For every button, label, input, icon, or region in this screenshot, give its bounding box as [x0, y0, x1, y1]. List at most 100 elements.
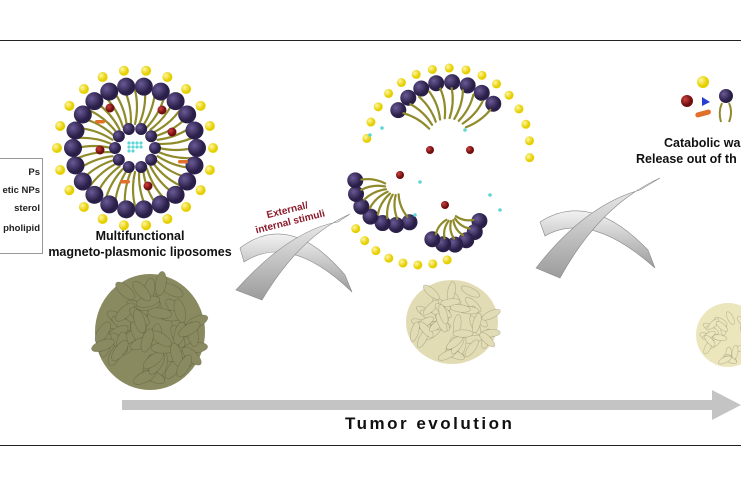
lipid-tail	[133, 88, 139, 126]
gold-np	[55, 164, 66, 175]
lipid-tail	[464, 108, 492, 129]
lipid-head	[134, 200, 153, 219]
lipid-head	[122, 122, 135, 135]
lipid-tail	[76, 136, 113, 145]
gold-np	[514, 104, 524, 114]
tumor-cell	[422, 299, 440, 316]
waste-line-1: Catabolic wa	[664, 136, 741, 150]
lipid-tail	[157, 151, 194, 160]
lipid-tail	[397, 193, 409, 218]
drug-molecule	[135, 141, 139, 145]
tumor-cell	[418, 321, 434, 338]
gold-np	[411, 69, 421, 79]
drug-molecule	[131, 145, 135, 149]
stimuli-arc-1	[235, 213, 353, 301]
stimuli-arc-2	[535, 177, 661, 279]
legend-item-phospholipid: pholipid	[3, 223, 40, 234]
gold-np	[492, 79, 502, 89]
gold-np	[384, 253, 394, 263]
gold-np	[428, 259, 438, 269]
lipid-head	[401, 214, 418, 231]
gold-np	[525, 153, 535, 163]
tumor-cell	[147, 307, 173, 319]
lipid-tail	[104, 167, 125, 200]
tumor-large	[91, 271, 209, 390]
tumor-cell	[449, 304, 471, 313]
lipid-head	[100, 195, 119, 214]
tumor-cell	[132, 281, 152, 302]
tumor-cell	[115, 281, 136, 301]
legend-box: Ps etic NPs sterol pholipid	[0, 158, 43, 254]
tumor-cell	[176, 354, 192, 378]
gold-np	[442, 255, 452, 265]
drug-molecule	[368, 133, 372, 137]
gold-np	[52, 143, 62, 153]
gold-np	[181, 201, 192, 212]
drug-molecule	[413, 213, 417, 217]
magnetic-np	[441, 201, 449, 209]
tumor-cell	[471, 312, 482, 334]
lipid-head	[413, 80, 430, 97]
tumor-cell	[481, 308, 501, 321]
ruptured-liposome	[347, 63, 535, 270]
tumor-cell	[94, 321, 112, 344]
tumor-cell	[91, 338, 115, 353]
lipid-tail	[439, 87, 447, 120]
legend-item-nps: Ps	[28, 167, 40, 178]
lipid-tail	[89, 109, 118, 134]
lipid-tail	[453, 89, 465, 121]
lipid-head	[353, 198, 370, 215]
lipid-head	[485, 95, 502, 112]
lipid-head	[151, 195, 170, 214]
lipid-tail	[360, 184, 387, 191]
lipid-head	[374, 215, 391, 232]
gold-np	[162, 72, 173, 83]
lipid-tail	[376, 192, 392, 216]
lipid-head	[73, 105, 92, 124]
lipid-head	[347, 172, 364, 189]
lipid-tail	[152, 162, 181, 187]
gold-np	[97, 72, 108, 83]
tumor-cell	[133, 309, 147, 334]
tumor-cell	[717, 355, 732, 365]
tumor-cell	[438, 304, 449, 325]
drug-molecule	[127, 149, 131, 153]
lipid-tail	[89, 162, 118, 187]
lipid-tail	[363, 188, 388, 201]
lipid-head	[109, 142, 121, 154]
lipid-tail	[418, 95, 437, 123]
tumor-cell	[725, 311, 735, 325]
magnetic-np	[143, 181, 153, 191]
gold-np	[521, 119, 531, 129]
cholesterol	[95, 120, 105, 124]
gold-np	[204, 121, 215, 132]
lipid-head	[66, 156, 85, 175]
lipid-tail	[368, 190, 389, 210]
cholesterol	[120, 180, 130, 184]
lipid-head	[400, 89, 417, 106]
lipid-head	[145, 153, 158, 166]
gold-np	[64, 100, 75, 111]
drug-molecule	[127, 145, 131, 149]
gold-np	[413, 260, 423, 270]
fragment	[702, 97, 710, 106]
lipid-head	[117, 200, 136, 219]
lipid-head	[112, 130, 125, 143]
gold-np	[524, 136, 534, 146]
gold-np	[78, 201, 89, 212]
lipid-head	[117, 77, 136, 96]
tumor-cell	[707, 318, 720, 330]
waste-caption: Catabolic wa Release out of th	[636, 135, 740, 167]
lipid-head	[135, 122, 148, 135]
lipid-tail	[75, 144, 113, 150]
magnetic-np	[105, 103, 115, 113]
lipid-tail	[76, 150, 113, 160]
frame-bottom-line	[0, 445, 741, 446]
magnetic-np	[466, 146, 474, 154]
lipid-tail	[449, 219, 456, 240]
tumor-medium	[406, 280, 501, 364]
lipid-tail	[409, 103, 434, 126]
lipid-head	[85, 92, 104, 111]
gold-np	[118, 220, 129, 231]
legend-item-cholesterol: sterol	[14, 203, 40, 214]
